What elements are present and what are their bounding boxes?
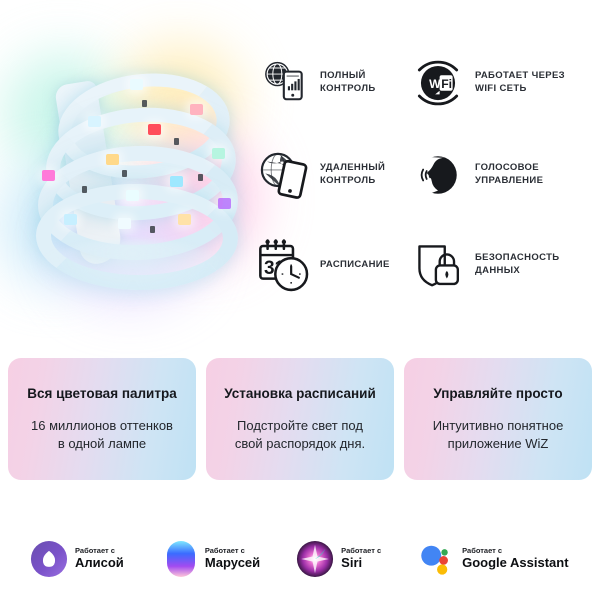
assistant-badges-row: Работает с Алисой Работает с Марусей: [0, 528, 600, 590]
globe-smartphone-icon: [252, 52, 314, 114]
assistant-badge-alice: Работает с Алисой: [30, 540, 124, 578]
strip-resistor: [82, 186, 87, 193]
feature-label: БЕЗОПАСНОСТЬ ДАННЫХ: [475, 252, 560, 276]
led-light: [118, 218, 131, 229]
card-body: Интуитивно понятное приложение WiZ: [432, 418, 564, 451]
assistant-text: Работает с Алисой: [75, 545, 124, 571]
wifi-badge-icon: Wi Fi: [407, 52, 469, 114]
led-light: [64, 214, 77, 225]
assistant-works-with: Работает с: [341, 545, 382, 555]
assistant-name: Марусей: [204, 555, 261, 571]
led-light: [178, 214, 191, 225]
card-title: Установка расписаний: [224, 386, 376, 401]
assistant-name: Алисой: [75, 555, 124, 571]
card-title: Вся цветовая палитра: [27, 386, 177, 401]
assistant-text: Работает с Google Assistant: [462, 545, 569, 571]
card-title: Управляйте просто: [433, 386, 563, 401]
feature-label: УДАЛЕННЫЙ КОНТРОЛЬ: [320, 162, 386, 186]
feature-item-schedule: 31 РАСПИСАНИЕ: [252, 234, 390, 296]
feature-label: ПОЛНЫЙ КОНТРОЛЬ: [320, 70, 376, 94]
assistant-name: Siri: [341, 555, 363, 571]
feature-item-full-control: ПОЛНЫЙ КОНТРОЛЬ: [252, 52, 376, 114]
product-image-led-strip: [0, 44, 260, 322]
calendar-clock-icon: 31: [252, 234, 314, 296]
shield-lock-icon: [407, 234, 469, 296]
strip-resistor: [150, 226, 155, 233]
product-reflection: [30, 240, 236, 308]
feature-item-data-security: БЕЗОПАСНОСТЬ ДАННЫХ: [407, 234, 559, 296]
feature-cards-row: Вся цветовая палитра 16 миллионов оттенк…: [0, 358, 600, 482]
siri-icon: [296, 540, 334, 578]
strip-resistor: [122, 170, 127, 177]
assistant-works-with: Работает с: [75, 545, 115, 555]
feature-label: РАСПИСАНИЕ: [320, 258, 390, 270]
globe-tablet-icon: [252, 144, 314, 206]
voice-profile-icon: [407, 144, 469, 206]
assistant-badge-marusya: Работает с Марусей: [164, 539, 260, 579]
feature-icon-grid: ПОЛНЫЙ КОНТРОЛЬ Wi Fi РАБОТАЕТ ЧЕРЕЗ WiF…: [252, 52, 600, 320]
assistant-text: Работает с Марусей: [204, 545, 261, 571]
assistant-name: Google Assistant: [462, 555, 569, 571]
led-light: [42, 170, 55, 181]
assistant-text: Работает с Siri: [341, 545, 382, 571]
assistant-badge-google: Работает с Google Assistant: [417, 540, 569, 578]
feature-card: Установка расписаний Подстройте свет под…: [206, 358, 394, 480]
led-strip-coil: [22, 65, 240, 298]
alice-icon: [30, 540, 68, 578]
svg-text:Fi: Fi: [441, 77, 452, 91]
strip-resistor: [142, 100, 147, 107]
led-light: [126, 190, 139, 201]
strip-resistor: [174, 138, 179, 145]
led-light: [130, 79, 143, 90]
marusya-icon: [164, 539, 198, 579]
feature-card: Вся цветовая палитра 16 миллионов оттенк…: [8, 358, 196, 480]
google-assistant-icon: [417, 540, 455, 578]
feature-item-remote-control: УДАЛЕННЫЙ КОНТРОЛЬ: [252, 144, 385, 206]
led-light: [212, 148, 225, 159]
led-light: [148, 124, 161, 135]
assistant-works-with: Работает с: [204, 545, 245, 555]
assistant-badge-siri: Работает с Siri: [296, 540, 381, 578]
feature-label: ГОЛОСОВОЕ УПРАВЛЕНИЕ: [475, 162, 544, 186]
led-light: [106, 154, 119, 165]
led-light: [190, 104, 203, 115]
assistant-works-with: Работает с: [462, 545, 503, 555]
feature-item-voice-control: ГОЛОСОВОЕ УПРАВЛЕНИЕ: [407, 144, 543, 206]
led-light: [170, 176, 183, 187]
led-light: [218, 198, 231, 209]
feature-card: Управляйте просто Интуитивно понятное пр…: [404, 358, 592, 480]
card-body: 16 миллионов оттенков в одной лампе: [31, 418, 173, 451]
strip-resistor: [198, 174, 203, 181]
card-body: Подстройте свет под свой распорядок дня.: [234, 418, 366, 451]
led-light: [88, 116, 101, 127]
